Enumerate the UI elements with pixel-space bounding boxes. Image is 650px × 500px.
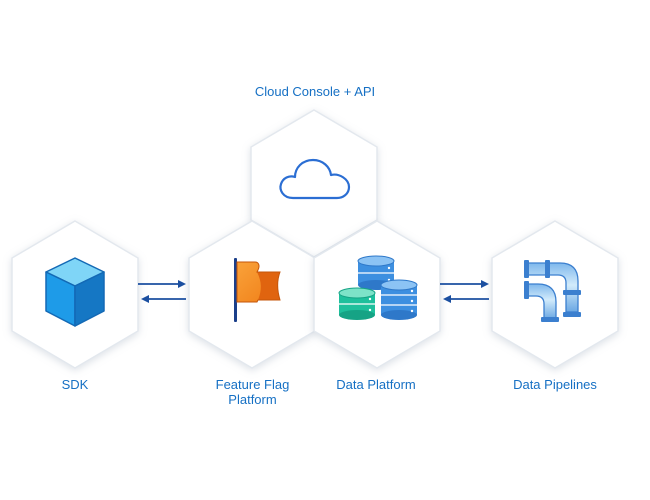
cloud-icon [279,158,351,200]
arrow-data-to-pipelines [440,280,489,288]
hexagon-data-platform [313,220,441,369]
label-feature-flag-platform: Feature Flag Platform [215,377,290,407]
flag-icon [234,258,281,322]
database-icon [338,255,418,320]
label-sdk: SDK [61,377,89,392]
arrow-flag-to-sdk [141,295,186,303]
arrow-sdk-to-flag [138,280,186,288]
cube-icon [45,257,105,327]
pipes-icon [524,260,581,322]
label-data-pipelines: Data Pipelines [513,377,597,392]
label-data-platform: Data Platform [336,377,416,392]
label-cloud-console: Cloud Console + API [254,84,376,99]
arrow-pipelines-to-data [443,295,489,303]
